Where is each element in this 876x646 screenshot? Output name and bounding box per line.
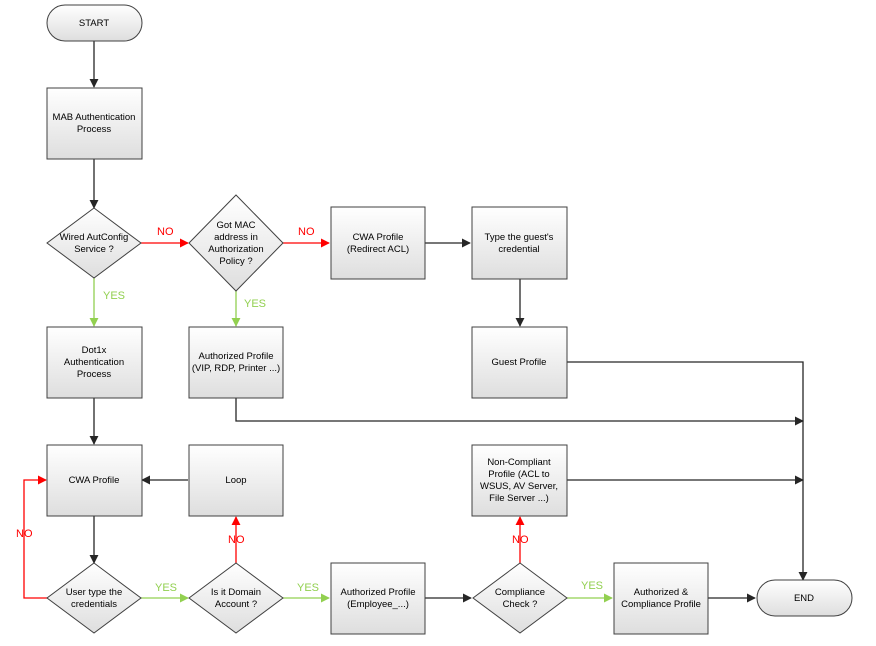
loop-label: Loop <box>225 475 246 486</box>
wired-yes-label: YES <box>103 290 125 302</box>
start-terminator <box>46 4 143 42</box>
domain-yes-label: YES <box>297 582 319 594</box>
authprof2-process <box>330 562 426 635</box>
usertype-no-label: NO <box>16 528 33 540</box>
domain-no-label: NO <box>228 534 245 546</box>
usertype-decision <box>46 562 142 634</box>
authcomp-label: Authorized &Compliance Profile <box>621 587 701 610</box>
end-terminator <box>756 579 853 617</box>
guestcred-process <box>471 206 568 280</box>
end-label: END <box>794 593 814 604</box>
noncomp-process <box>471 444 568 517</box>
guest-label: Guest Profile <box>492 357 547 368</box>
loop-process <box>188 444 284 517</box>
cwa1-label: CWA Profile(Redirect ACL) <box>347 232 409 255</box>
compliance-yes-label: YES <box>581 580 603 592</box>
domain-decision <box>188 562 284 634</box>
start-label: START <box>79 18 109 29</box>
compliance-no-label: NO <box>512 534 529 546</box>
cwa2-label: CWA Profile <box>69 475 120 486</box>
wired-no-label: NO <box>157 226 174 238</box>
authprof2-label: Authorized Profile(Employee_...) <box>341 587 416 610</box>
guest-process <box>471 326 568 399</box>
edge-authprof1-to-end <box>235 398 804 426</box>
edge-usertype-no <box>23 475 48 599</box>
compliance-decision <box>472 562 568 634</box>
usertype-yes-label: YES <box>155 582 177 594</box>
gotmac-decision <box>188 194 284 292</box>
connectors <box>23 41 808 603</box>
wired-decision <box>46 207 142 279</box>
cwa1-process <box>330 206 426 280</box>
authprof1-label: Authorized Profile(VIP, RDP, Printer ...… <box>192 351 280 374</box>
gotmac-no-label: NO <box>298 226 315 238</box>
authprof1-process <box>188 326 284 399</box>
authcomp-process <box>613 562 709 635</box>
gotmac-yes-label: YES <box>244 298 266 310</box>
edge-guest-to-end <box>567 361 808 581</box>
shapes <box>46 4 853 635</box>
edge-labels: NO YES NO YES NO YES NO YES NO YES <box>16 226 603 594</box>
mab-process <box>46 87 143 160</box>
dot1x-process <box>46 326 143 399</box>
cwa2-process <box>46 444 143 517</box>
